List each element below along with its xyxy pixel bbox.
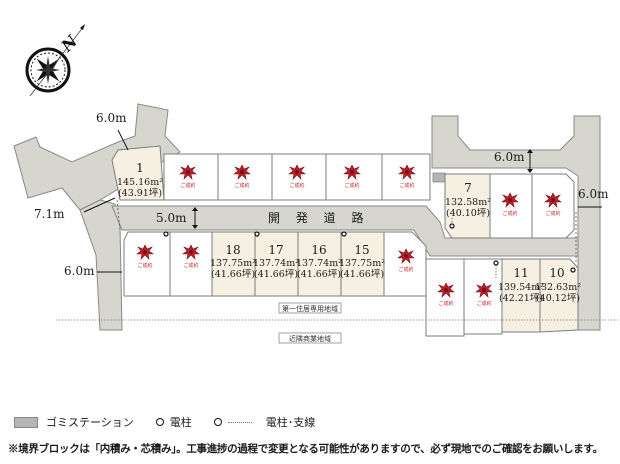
legend-label: 電柱 [169, 416, 192, 429]
road-labels: 開 発 道 路 5.0m 6.0m 7.1m 6.0m 6.0m 6.0m [34, 111, 609, 278]
lot-15[interactable] [340, 231, 385, 297]
dimension-label: 7.1m [34, 207, 65, 221]
sold-label: ご成約 [137, 262, 152, 269]
lot-6[interactable] [381, 153, 431, 201]
lot-labels: 1 145.16m² (43.91坪) 7 132.58m² (40.10坪) … [117, 161, 581, 304]
lot-14[interactable] [383, 231, 427, 297]
dimension-label: 6.0m [64, 264, 95, 278]
lot-number: 1 [136, 161, 144, 175]
lot-number: 18 [225, 243, 240, 257]
legend-utility-pole: 電柱 [155, 414, 192, 430]
guy-wire-line-icon [227, 421, 252, 423]
lot-area: 132.58m² [445, 197, 491, 208]
garbage-station-swatch-icon [14, 416, 38, 428]
garbage-station[interactable] [432, 172, 446, 183]
lot-tsubo: (41.66坪) [340, 268, 384, 280]
legend-label: 電柱･支線 [265, 416, 316, 429]
sold-label: ご成約 [234, 182, 249, 189]
utility-pole-icon[interactable] [254, 231, 260, 237]
lot-number: 11 [513, 266, 528, 280]
lot-area: 145.16m² [117, 177, 163, 188]
dimension-arrow-icon [83, 197, 116, 213]
zone-residential-label: 第一住居専用地域 [282, 304, 338, 313]
lot-area: 132.63m² [535, 282, 581, 293]
lot-tsubo: (40.10坪) [446, 207, 490, 219]
lot-area: 137.75m² [210, 258, 256, 269]
lot-number: 7 [464, 181, 472, 195]
sold-label: ご成約 [183, 262, 198, 269]
lot-20[interactable] [123, 231, 171, 297]
lot-number: 15 [354, 243, 369, 257]
sold-label: ご成約 [545, 210, 560, 217]
dimension-label: 6.0m [578, 187, 609, 201]
lot-area: 137.74m² [296, 258, 342, 269]
lot-tsubo: (43.91坪) [118, 187, 162, 199]
lot-area: 137.75m² [339, 258, 385, 269]
utility-pole-icon[interactable] [570, 267, 576, 273]
road-width-label: 5.0m [156, 211, 187, 225]
lot-7[interactable] [444, 173, 491, 239]
utility-pole-icon[interactable] [341, 231, 347, 237]
lot-12[interactable] [463, 258, 503, 335]
sold-label: ご成約 [180, 182, 195, 189]
lot-8[interactable] [489, 173, 533, 239]
lot-tsubo: (40.12坪) [536, 292, 580, 304]
utility-pole-icon[interactable] [493, 260, 499, 266]
north-arrow-icon [29, 25, 85, 97]
sold-label: ご成約 [476, 300, 491, 307]
road-top-right [431, 115, 601, 331]
lot-16[interactable] [297, 231, 342, 297]
road-left-vertical [79, 199, 123, 331]
road-top-left [13, 103, 181, 211]
lot-18[interactable] [211, 231, 256, 297]
dimension-label: 6.0m [96, 111, 127, 125]
utility-pole-icon[interactable] [449, 223, 455, 229]
zone-commercial-label: 近隣商業地域 [289, 334, 331, 343]
utility-pole-icon [155, 418, 164, 426]
sold-label: ご成約 [399, 182, 414, 189]
development-road-name: 開 発 道 路 [268, 210, 369, 225]
sold-label: ご成約 [344, 182, 359, 189]
lot-tsubo: (41.66坪) [297, 268, 341, 280]
lot-number: 17 [268, 243, 283, 257]
compass: N [25, 24, 85, 97]
lot-17[interactable] [254, 231, 299, 297]
lot-1[interactable] [111, 145, 165, 201]
dimension-arrow-icon [117, 129, 129, 151]
utility-pole-icon [213, 418, 222, 426]
roads [13, 103, 601, 331]
dimension-label: 6.0m [494, 150, 525, 164]
lot-tsubo: (41.66坪) [254, 268, 298, 280]
lot-tsubo: (41.66坪) [211, 268, 255, 280]
lot-area: 139.54m² [498, 282, 544, 293]
legend-pole-guy-wire: 電柱･支線 [213, 414, 316, 430]
utility-pole-icon[interactable] [163, 231, 169, 237]
lot-number: 10 [549, 266, 564, 280]
legend-label: ゴミステーション [46, 416, 134, 429]
sold-label: ご成約 [502, 210, 517, 217]
compass-ring-icon [25, 47, 71, 93]
legend-garbage-station: ゴミステーション [14, 414, 134, 430]
lot-9[interactable] [531, 173, 575, 239]
sold-label: ご成約 [289, 182, 304, 189]
legend: ゴミステーション 電柱 電柱･支線 [14, 414, 337, 430]
sold-label: ご成約 [398, 266, 413, 273]
sold-markers: ご成約 ご成約 ご成約 ご成約 ご成約 ご成約 ご成約 ご成約 ご成約 ご成約 … [136, 164, 562, 307]
lots-top-row [111, 145, 575, 239]
utility-poles [163, 218, 576, 278]
zoning: 第一住居専用地域 近隣商業地域 [56, 302, 618, 344]
lot-13[interactable] [425, 258, 465, 337]
lot-tsubo: (42.21坪) [499, 292, 543, 304]
lot-number: 16 [311, 243, 326, 257]
sold-label: ご成約 [438, 300, 453, 307]
lot-19[interactable] [169, 231, 213, 297]
lot-area: 137.74m² [253, 258, 299, 269]
disclaimer-note: ※境界ブロックは「内積み・芯積み」。工事進捗の過程で変更となる可能性がありますの… [8, 443, 603, 455]
